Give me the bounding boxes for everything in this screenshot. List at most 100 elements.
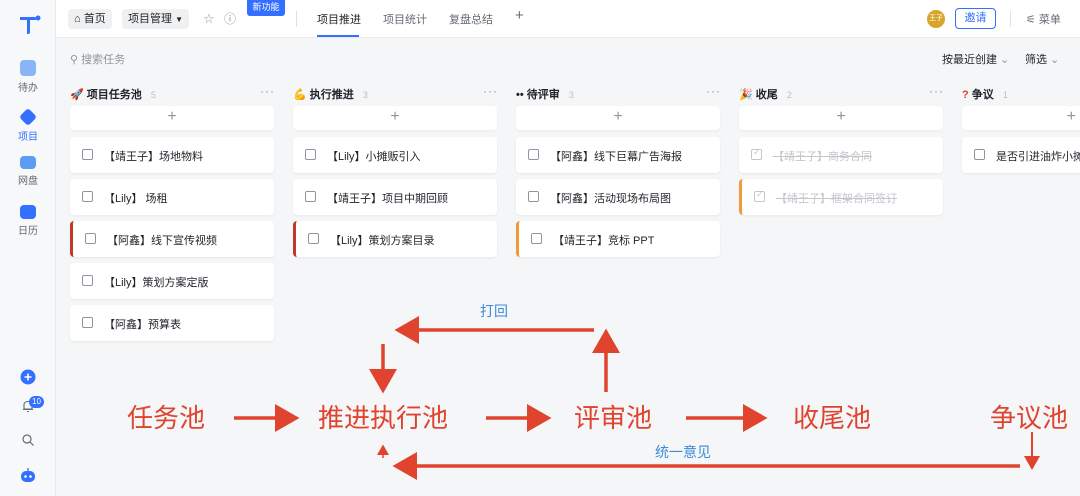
checkbox[interactable] xyxy=(85,233,96,244)
stage-label-execution-pool: 推进执行池 xyxy=(318,403,449,433)
more-icon[interactable]: ··· xyxy=(483,84,498,98)
card-title: 【阿鑫】线下巨幕广告海报 xyxy=(550,151,682,163)
task-card[interactable]: 【靖王子】项目中期回顾 xyxy=(293,179,497,215)
task-card[interactable]: 【靖王子】商务合同 xyxy=(739,137,943,173)
checkbox[interactable] xyxy=(974,149,985,160)
invite-button[interactable]: 邀请 xyxy=(955,8,996,29)
notification-badge: 10 xyxy=(29,396,44,408)
tab-project-stats[interactable]: 项目统计 xyxy=(383,14,427,26)
app-logo[interactable] xyxy=(14,10,42,38)
card-title: 【Lily】策划方案定版 xyxy=(104,277,209,289)
checkbox[interactable] xyxy=(82,317,93,328)
calendar-icon xyxy=(20,205,36,219)
column-header-dispute: ? 争议 1 xyxy=(962,86,1008,101)
checkbox[interactable] xyxy=(82,191,93,202)
chevron-down-icon: ⌄ xyxy=(1047,54,1060,66)
more-icon[interactable]: ··· xyxy=(706,84,721,98)
question-icon: ? xyxy=(962,89,969,101)
column-count: 3 xyxy=(362,90,368,100)
muscle-icon: 💪 xyxy=(293,89,307,101)
checkbox-checked[interactable] xyxy=(751,147,762,160)
filter-dropdown[interactable]: 筛选 ⌄ xyxy=(1025,54,1060,66)
sort-dropdown[interactable]: 按最近创建 ⌄ xyxy=(942,54,1010,66)
search-button[interactable] xyxy=(0,433,56,450)
checkbox-checked[interactable] xyxy=(754,189,765,202)
add-card-button[interactable]: + xyxy=(293,106,497,130)
task-card[interactable]: 【阿鑫】线下宣传视频 xyxy=(70,221,274,257)
task-card[interactable]: 【靖王子】竞标 PPT xyxy=(516,221,720,257)
top-bar: ⌂ 首页 项目管理 ▼ ☆ ⓘ 新功能 项目推进 项目统计 复盘总结 + 王子 … xyxy=(56,0,1080,38)
project-menu-dropdown[interactable]: 项目管理 ▼ xyxy=(122,9,189,29)
card-title: 【靖王子】框架合同签订 xyxy=(776,193,897,205)
home-button[interactable]: ⌂ 首页 xyxy=(68,9,112,29)
menu-button[interactable]: ⚟ 菜单 xyxy=(1026,14,1061,26)
task-card[interactable]: 【Lily】策划方案定版 xyxy=(70,263,274,299)
avatar[interactable]: 王子 xyxy=(927,10,945,28)
more-icon[interactable]: ··· xyxy=(260,84,275,98)
home-icon: ⌂ xyxy=(74,13,84,25)
stage-label-task-pool: 任务池 xyxy=(127,403,206,433)
checkbox[interactable] xyxy=(531,233,542,244)
checkbox[interactable] xyxy=(82,275,93,286)
stage-label-review-pool: 评审池 xyxy=(574,403,653,433)
more-icon[interactable]: ··· xyxy=(929,84,944,98)
card-title: 【靖王子】商务合同 xyxy=(773,151,872,163)
sidebar-item-drive[interactable]: 网盘 xyxy=(0,156,56,187)
left-sidebar: 待办 项目 网盘 日历 10 xyxy=(0,0,56,496)
sidebar-item-todo[interactable]: 待办 xyxy=(0,60,56,94)
add-tab-button[interactable]: + xyxy=(515,7,524,24)
caret-down-icon: ▼ xyxy=(175,15,183,24)
add-card-button[interactable]: + xyxy=(516,106,720,130)
new-feature-badge[interactable]: 新功能 xyxy=(247,0,285,16)
task-card[interactable]: 【阿鑫】线下巨幕广告海报 xyxy=(516,137,720,173)
checkbox[interactable] xyxy=(305,149,316,160)
column-header-review: •• 待评审 3 xyxy=(516,86,574,101)
task-card[interactable]: 【靖王子】场地物料 xyxy=(70,137,274,173)
search-icon xyxy=(22,434,34,446)
column-title: 收尾 xyxy=(755,89,778,101)
tab-project-progress[interactable]: 项目推进 xyxy=(317,14,361,26)
todo-icon xyxy=(20,60,36,76)
task-card[interactable]: 【阿鑫】预算表 xyxy=(70,305,274,341)
card-title: 【Lily】小摊贩引入 xyxy=(327,151,421,163)
task-card[interactable]: 是否引进油炸小摊贩 xyxy=(962,137,1080,173)
search-input[interactable]: ⚲ 搜索任务 xyxy=(70,54,126,66)
add-card-button[interactable]: + xyxy=(739,106,943,130)
checkbox[interactable] xyxy=(528,149,539,160)
add-card-button[interactable]: + xyxy=(962,106,1080,130)
checkbox[interactable] xyxy=(528,191,539,202)
sidebar-item-calendar[interactable]: 日历 xyxy=(0,205,56,237)
add-button[interactable] xyxy=(0,369,56,388)
column-header-task-pool: 🚀 项目任务池 5 xyxy=(70,86,156,101)
sidebar-item-project[interactable]: 项目 xyxy=(0,107,56,143)
info-icon[interactable]: ⓘ xyxy=(224,12,237,26)
task-card[interactable]: 【靖王子】框架合同签订 xyxy=(739,179,943,215)
column-count: 3 xyxy=(568,90,574,100)
tab-review-summary[interactable]: 复盘总结 xyxy=(449,14,493,26)
card-title: 【靖王子】项目中期回顾 xyxy=(327,193,448,205)
card-title: 【阿鑫】预算表 xyxy=(104,319,181,331)
assistant-button[interactable] xyxy=(0,466,56,487)
rocket-icon: 🚀 xyxy=(70,89,84,101)
divider xyxy=(1010,11,1011,27)
card-title: 【靖王子】竞标 PPT xyxy=(553,235,655,247)
add-card-button[interactable]: + xyxy=(70,106,274,130)
card-title: 【阿鑫】活动现场布局图 xyxy=(550,193,671,205)
column-count: 5 xyxy=(150,90,156,100)
stage-label-dispute-pool: 争议池 xyxy=(990,403,1069,433)
column-count: 1 xyxy=(1002,90,1008,100)
checkbox[interactable] xyxy=(308,233,319,244)
notification-button[interactable]: 10 xyxy=(0,396,56,417)
card-title: 【靖王子】场地物料 xyxy=(104,151,203,163)
checkbox[interactable] xyxy=(305,191,316,202)
eyes-icon: •• xyxy=(516,89,524,101)
star-icon[interactable]: ☆ xyxy=(203,11,215,26)
robot-icon xyxy=(21,468,35,482)
task-card[interactable]: 【阿鑫】活动现场布局图 xyxy=(516,179,720,215)
task-card[interactable]: 【Lily】小摊贩引入 xyxy=(293,137,497,173)
sidebar-item-label: 网盘 xyxy=(18,176,38,187)
task-card[interactable]: 【Lily】策划方案目录 xyxy=(293,221,497,257)
task-card[interactable]: 【Lily】 场租 xyxy=(70,179,274,215)
checkbox[interactable] xyxy=(82,149,93,160)
sliders-icon: ⚟ xyxy=(1026,14,1039,26)
